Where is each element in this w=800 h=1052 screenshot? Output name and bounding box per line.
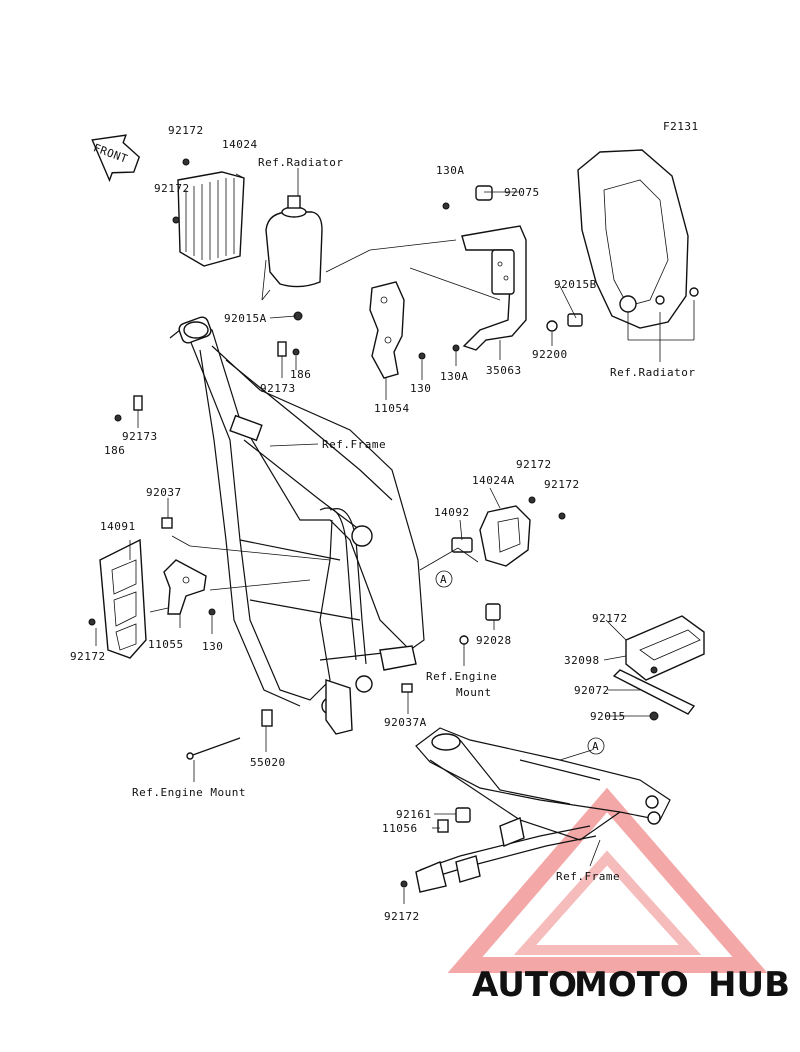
label-11054: 11054	[374, 402, 410, 415]
label-92015a: 92015A	[224, 312, 267, 325]
label-92172: 92172	[592, 612, 628, 625]
label-92028: 92028	[476, 634, 512, 647]
label-92172: 92172	[384, 910, 420, 923]
label-ref-engine-mount: Ref.Engine Mount	[132, 786, 246, 799]
watermark-text-auto: AUTO	[472, 965, 577, 1005]
label-92075: 92075	[504, 186, 540, 199]
label-11056: 11056	[382, 822, 418, 835]
radiator-reservoir	[261, 195, 323, 301]
label-14024a: 14024A	[472, 474, 515, 487]
label-130a: 130A	[440, 370, 469, 383]
label-32098: 32098	[564, 654, 600, 667]
callout-a-circle-1	[435, 570, 453, 588]
part-labels: 92172 14024 Ref.Radiator 92172 92015A 13…	[70, 124, 695, 923]
bolts	[88, 158, 659, 888]
sub-frame	[415, 727, 671, 893]
label-92172: 92172	[516, 458, 552, 471]
watermark: AUTO MOTO HUB	[472, 965, 790, 1005]
label-92172: 92172	[70, 650, 106, 663]
callout-a-label: A	[440, 573, 447, 586]
leader-lines	[95, 168, 695, 904]
callout-a-circle-2	[587, 737, 605, 755]
radiator-shroud-right	[577, 149, 699, 329]
label-186: 186	[104, 444, 125, 457]
label-ref-engine-mount-2: Mount	[456, 686, 492, 699]
figure-code: F2131	[663, 120, 699, 133]
label-11055: 11055	[148, 638, 184, 651]
label-ref-radiator: Ref.Radiator	[610, 366, 695, 379]
chain-guard-14024a	[451, 505, 531, 567]
radiator-guard-14024	[177, 171, 245, 267]
label-130a: 130A	[436, 164, 465, 177]
front-arrow-icon: FRONT	[91, 134, 141, 183]
label-92037: 92037	[146, 486, 182, 499]
bracket-11055	[161, 517, 207, 615]
bracket-11054	[369, 281, 405, 379]
label-14092: 14092	[434, 506, 470, 519]
label-92200: 92200	[532, 348, 568, 361]
label-92015b: 92015B	[554, 278, 597, 291]
label-186: 186	[290, 368, 311, 381]
label-55020: 55020	[250, 756, 286, 769]
label-14024: 14024	[222, 138, 258, 151]
label-ref-engine-mount: Ref.Engine	[426, 670, 497, 683]
label-92173: 92173	[122, 430, 158, 443]
label-92161: 92161	[396, 808, 432, 821]
label-130: 130	[202, 640, 223, 653]
collar-92028	[459, 603, 501, 645]
label-92015: 92015	[590, 710, 626, 723]
label-ref-radiator: Ref.Radiator	[258, 156, 343, 169]
label-92172: 92172	[168, 124, 204, 137]
callout-a-label: A	[592, 740, 599, 753]
watermark-text-moto: MOTO	[574, 965, 689, 1005]
watermark-logo-icon	[447, 787, 768, 973]
label-ref-frame: Ref.Frame	[556, 870, 620, 883]
label-130: 130	[410, 382, 431, 395]
label-92072: 92072	[574, 684, 610, 697]
label-ref-frame: Ref.Frame	[322, 438, 386, 451]
label-35063: 35063	[486, 364, 522, 377]
label-92172: 92172	[154, 182, 190, 195]
label-92172: 92172	[544, 478, 580, 491]
battery-case-32098	[612, 615, 705, 715]
label-14091: 14091	[100, 520, 136, 533]
bracket-35063	[461, 185, 583, 351]
watermark-text-hub: HUB	[708, 965, 790, 1005]
label-92037a: 92037A	[384, 716, 427, 729]
main-frame	[169, 316, 425, 735]
side-cover-14091	[99, 538, 147, 659]
label-92173: 92173	[260, 382, 296, 395]
